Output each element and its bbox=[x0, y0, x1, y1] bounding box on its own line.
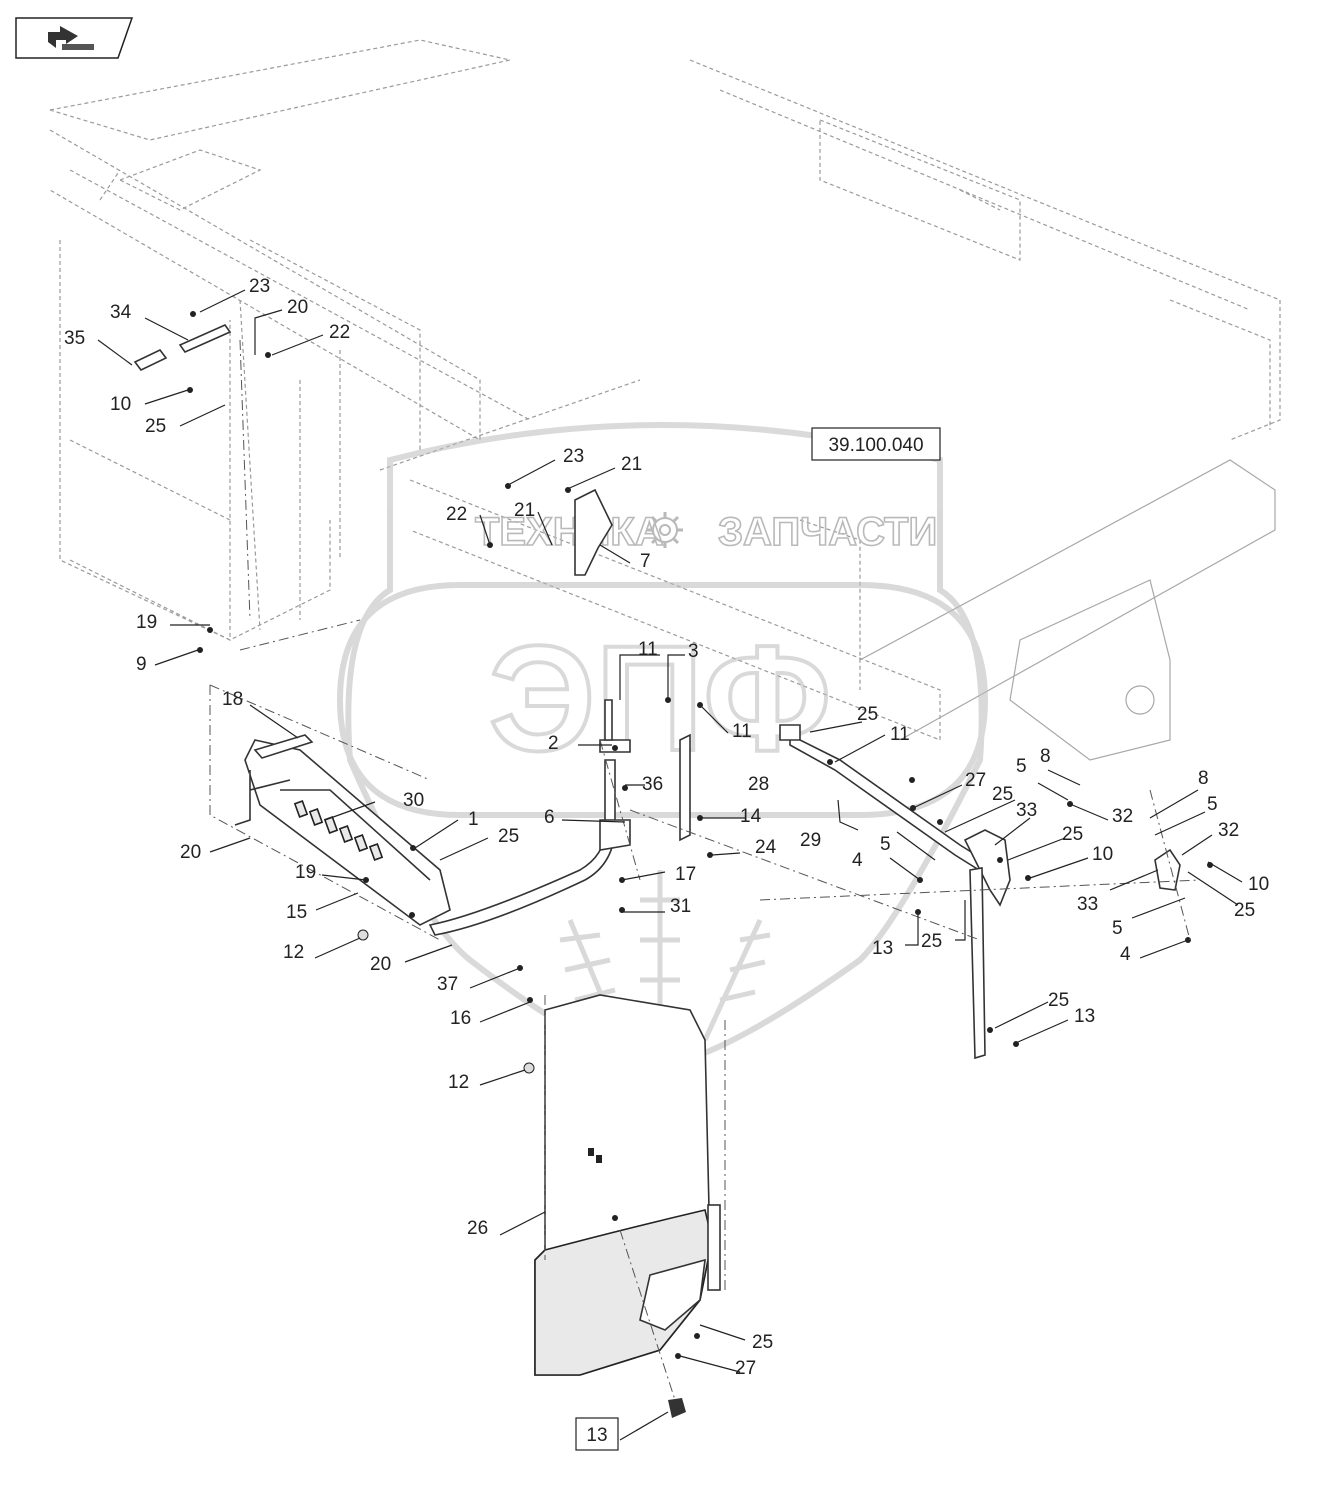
bottom-reference-label: 13 bbox=[586, 1425, 607, 1446]
callout-5d: 5 bbox=[1112, 918, 1123, 939]
watermark-left-text: ТЕХНИКА bbox=[475, 510, 664, 554]
step-tube bbox=[253, 734, 314, 759]
callout-11c: 11 bbox=[890, 724, 910, 745]
callout-26: 26 bbox=[467, 1218, 488, 1239]
callout-24: 24 bbox=[755, 837, 777, 858]
callout-23: 23 bbox=[249, 276, 270, 297]
callout-25: 25 bbox=[145, 416, 166, 437]
callout-11: 11 bbox=[638, 639, 658, 660]
callout-18: 18 bbox=[222, 689, 243, 710]
support-bar bbox=[969, 867, 986, 1060]
callout-29: 29 bbox=[800, 830, 821, 851]
callout-12b: 12 bbox=[448, 1072, 469, 1093]
callout-20c: 20 bbox=[370, 954, 391, 975]
callout-8b: 8 bbox=[1198, 768, 1209, 789]
callout-30: 30 bbox=[403, 790, 424, 811]
back-arrow-icon bbox=[48, 26, 94, 50]
callout-22b: 22 bbox=[446, 504, 467, 525]
callout-2: 2 bbox=[548, 733, 559, 754]
callout-10: 10 bbox=[110, 394, 131, 415]
callout-21: 21 bbox=[621, 454, 642, 475]
callout-20b: 20 bbox=[180, 842, 201, 863]
callout-25d: 25 bbox=[857, 704, 878, 725]
callout-6: 6 bbox=[544, 807, 555, 828]
post-14 bbox=[679, 733, 691, 842]
callout-11b: 11 bbox=[732, 721, 752, 742]
callout-25h: 25 bbox=[921, 931, 942, 952]
grip-34 bbox=[178, 324, 232, 353]
gear-icon bbox=[647, 512, 683, 548]
upper-bracket-7 bbox=[574, 488, 613, 576]
knob-13 bbox=[668, 1398, 686, 1418]
callout-25e: 25 bbox=[992, 784, 1013, 805]
ladder-platform bbox=[234, 739, 451, 926]
bottom-reference-box[interactable]: 13 bbox=[575, 1417, 619, 1451]
callout-13: 13 bbox=[872, 938, 893, 959]
callout-19b: 19 bbox=[295, 862, 316, 883]
callout-12: 12 bbox=[283, 942, 304, 963]
callout-5c: 5 bbox=[880, 834, 891, 855]
callout-14: 14 bbox=[740, 806, 762, 827]
callout-19: 19 bbox=[136, 612, 157, 633]
callout-7: 7 bbox=[640, 551, 651, 572]
callout-21b: 21 bbox=[514, 500, 535, 521]
callout-35: 35 bbox=[64, 328, 85, 349]
callout-13b: 13 bbox=[1074, 1006, 1095, 1027]
callout-4b: 4 bbox=[1120, 944, 1131, 965]
callout-34: 34 bbox=[110, 302, 132, 323]
callout-5: 5 bbox=[1016, 756, 1027, 777]
watermark-right-text: ЗАПЧАСТИ bbox=[718, 510, 937, 554]
callout-25b: 25 bbox=[498, 826, 519, 847]
callout-16: 16 bbox=[450, 1008, 471, 1029]
callout-1: 1 bbox=[468, 809, 479, 830]
grip-35 bbox=[133, 348, 168, 372]
hinge-bracket-33 bbox=[963, 829, 1181, 907]
callout-20: 20 bbox=[287, 297, 308, 318]
callout-10b: 10 bbox=[1092, 844, 1113, 865]
callout-33b: 33 bbox=[1077, 894, 1098, 915]
combine-body-outline bbox=[49, 39, 1281, 761]
callout-15: 15 bbox=[286, 902, 307, 923]
callout-3: 3 bbox=[688, 641, 699, 662]
callout-5b: 5 bbox=[1207, 794, 1218, 815]
watermark-logo-text: ЭПФ bbox=[489, 614, 832, 782]
callout-23b: 23 bbox=[563, 446, 584, 467]
callout-4: 4 bbox=[852, 850, 863, 871]
callout-31: 31 bbox=[670, 896, 691, 917]
callout-32: 32 bbox=[1112, 806, 1133, 827]
callout-22: 22 bbox=[329, 322, 350, 343]
reference-box[interactable]: 39.100.040 bbox=[811, 427, 941, 461]
callout-25c: 25 bbox=[752, 1332, 773, 1353]
callout-25i: 25 bbox=[1048, 990, 1069, 1011]
callout-9: 9 bbox=[136, 654, 147, 675]
callout-27b: 27 bbox=[965, 770, 986, 791]
handrail-lower bbox=[428, 759, 631, 936]
rail-29 bbox=[779, 724, 1002, 882]
callout-32b: 32 bbox=[1218, 820, 1239, 841]
leader-lines bbox=[97, 289, 1243, 1441]
callout-10c: 10 bbox=[1248, 874, 1269, 895]
reference-box-label: 39.100.040 bbox=[828, 435, 923, 456]
watermark-text: ТЕХНИКА ЗАПЧАСТИ bbox=[474, 509, 938, 555]
callout-25f: 25 bbox=[1062, 824, 1083, 845]
callout-37: 37 bbox=[437, 974, 458, 995]
callout-28: 28 bbox=[748, 774, 769, 795]
callout-25g: 25 bbox=[1234, 900, 1255, 921]
callout-17: 17 bbox=[675, 864, 696, 885]
callout-33: 33 bbox=[1016, 800, 1037, 821]
callout-27: 27 bbox=[735, 1358, 756, 1379]
cover-panel-26 bbox=[534, 994, 721, 1376]
back-button[interactable] bbox=[15, 17, 134, 59]
callout-8: 8 bbox=[1040, 746, 1051, 767]
callouts: 34 35 23 20 22 10 25 23 21 22 21 7 19 9 … bbox=[64, 276, 1269, 1379]
callout-36: 36 bbox=[642, 774, 663, 795]
